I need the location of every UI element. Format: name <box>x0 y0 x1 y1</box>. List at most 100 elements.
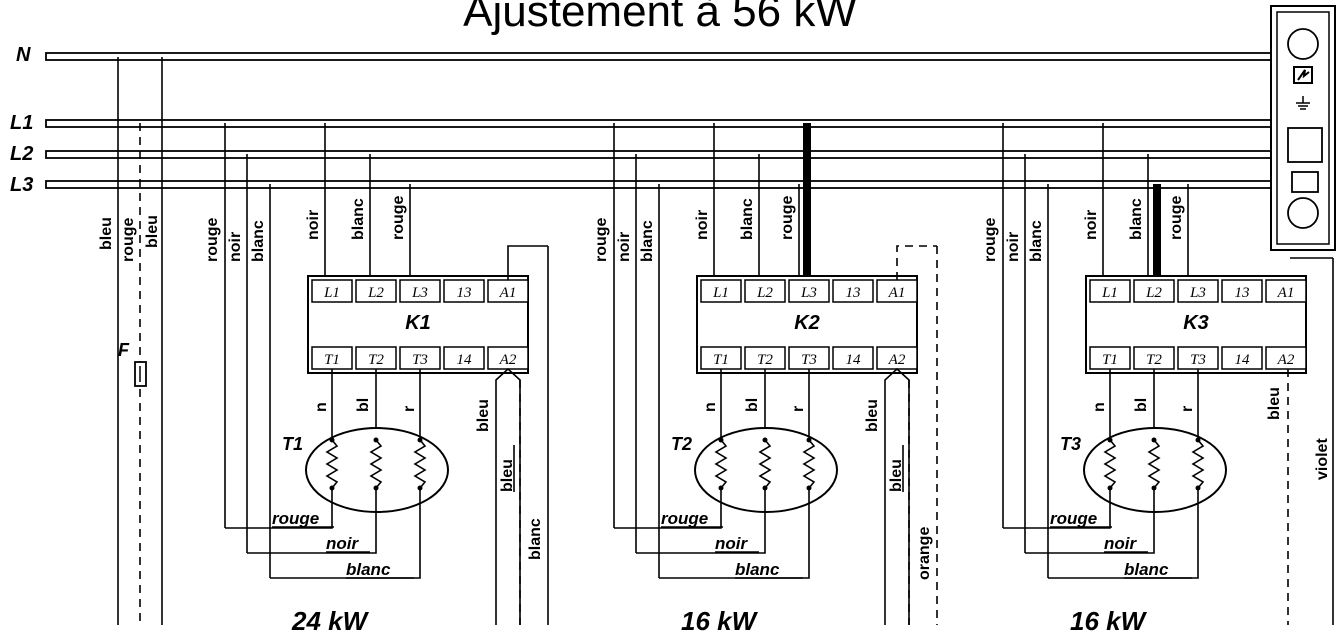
feed-label: noir <box>227 232 244 262</box>
terminal-top <box>788 279 830 303</box>
terminal-label: T2 <box>368 352 384 368</box>
terminal-top <box>744 279 786 303</box>
terminal-label: A2 <box>1277 352 1295 368</box>
contactor-label: K1 <box>405 312 431 334</box>
terminal-label: 13 <box>1235 285 1250 301</box>
terminal-top <box>1089 279 1131 303</box>
terminal-label: T2 <box>757 352 773 368</box>
return-wire <box>659 488 810 579</box>
winding-coil <box>802 439 816 489</box>
winding-dot <box>718 437 724 443</box>
terminal-top <box>443 279 485 303</box>
transformer-label: T1 <box>282 434 303 454</box>
coil-wire-label: bleu <box>1266 387 1283 420</box>
thick-connector <box>803 123 811 275</box>
winding-dot <box>1151 437 1157 443</box>
terminal-label: A1 <box>1277 285 1295 301</box>
left-wire-label: rouge <box>120 217 137 262</box>
coil-wire-label: violet <box>1314 438 1331 480</box>
transformer-ellipse <box>694 427 838 513</box>
return-label: rouge <box>1050 509 1097 528</box>
lightning-icon <box>1293 66 1313 84</box>
terminal-top <box>1265 279 1307 303</box>
terminal-label: 14 <box>1235 352 1251 368</box>
return-label: noir <box>326 534 359 553</box>
winding-coil <box>758 439 772 489</box>
feed-label: rouge <box>1168 195 1185 240</box>
feed-label: noir <box>616 232 633 262</box>
terminal-top <box>1133 279 1175 303</box>
return-wire <box>247 488 377 554</box>
return-wire <box>225 488 333 529</box>
winding-dot <box>329 437 335 443</box>
coil-wire <box>896 245 937 280</box>
phase-tap-label: n <box>1091 402 1108 412</box>
return-label: blanc <box>735 560 780 579</box>
feed-label: rouge <box>982 217 999 262</box>
winding-coil <box>1191 439 1205 489</box>
terminal-bottom <box>1221 346 1263 370</box>
winding-coil <box>413 439 427 489</box>
terminal-bottom <box>443 346 485 370</box>
terminal-label: L1 <box>712 285 729 301</box>
winding-dot <box>417 437 423 443</box>
feed-label: noir <box>1083 210 1100 240</box>
label-n: N <box>16 44 31 66</box>
return-wire <box>636 488 766 554</box>
winding-coil <box>369 439 383 489</box>
feed-label: rouge <box>390 195 407 240</box>
terminal-bottom <box>1265 346 1307 370</box>
label-l1: L1 <box>10 112 33 134</box>
terminal-label: L1 <box>323 285 340 301</box>
left-wire-label: bleu <box>98 217 115 250</box>
terminal-label: T1 <box>324 352 340 368</box>
phase-tap-label: r <box>790 406 807 412</box>
feed-label: noir <box>1005 232 1022 262</box>
label-l3: L3 <box>10 174 33 196</box>
coil-wire-label: blanc <box>527 518 544 560</box>
terminal-label: L3 <box>411 285 428 301</box>
feed-label: blanc <box>1028 220 1045 262</box>
return-wire <box>1003 488 1111 529</box>
diagram-title: Ajustement à 56 kW <box>463 0 857 36</box>
phase-tap-label: bl <box>744 398 761 412</box>
terminal-label: L2 <box>1145 285 1162 301</box>
winding-dot <box>1107 437 1113 443</box>
left-wire-label: bleu <box>144 215 161 248</box>
terminal-top <box>355 279 397 303</box>
winding-coil <box>1103 439 1117 489</box>
bus-l1 <box>45 119 1272 128</box>
terminal-label: A2 <box>888 352 906 368</box>
terminal-top <box>700 279 742 303</box>
return-label: blanc <box>1124 560 1169 579</box>
terminal-top <box>1177 279 1219 303</box>
coil-wire-label: bleu <box>864 399 881 432</box>
return-label: rouge <box>661 509 708 528</box>
feed-label: blanc <box>350 198 367 240</box>
return-wire <box>614 488 722 529</box>
phase-tap-label: n <box>702 402 719 412</box>
terminal-label: A1 <box>888 285 906 301</box>
earth-icon <box>1296 96 1310 110</box>
phase-tap-label: r <box>401 406 418 412</box>
terminal-top <box>399 279 441 303</box>
coil-wire-label: bleu <box>888 459 905 492</box>
feed-label: blanc <box>739 198 756 240</box>
transformer-ellipse <box>1083 427 1227 513</box>
feed-label: blanc <box>639 220 656 262</box>
feed-label: rouge <box>204 217 221 262</box>
winding-dot <box>762 437 768 443</box>
terminal-label: 14 <box>846 352 862 368</box>
transformer-ellipse <box>305 427 449 513</box>
terminal-top <box>311 279 353 303</box>
power-rating: 24 kW <box>291 606 370 636</box>
terminal-label: T3 <box>412 352 428 368</box>
left-wiring <box>117 57 163 625</box>
return-wire <box>1048 488 1199 579</box>
feed-label: noir <box>694 210 711 240</box>
power-rating: 16 kW <box>1070 606 1148 636</box>
